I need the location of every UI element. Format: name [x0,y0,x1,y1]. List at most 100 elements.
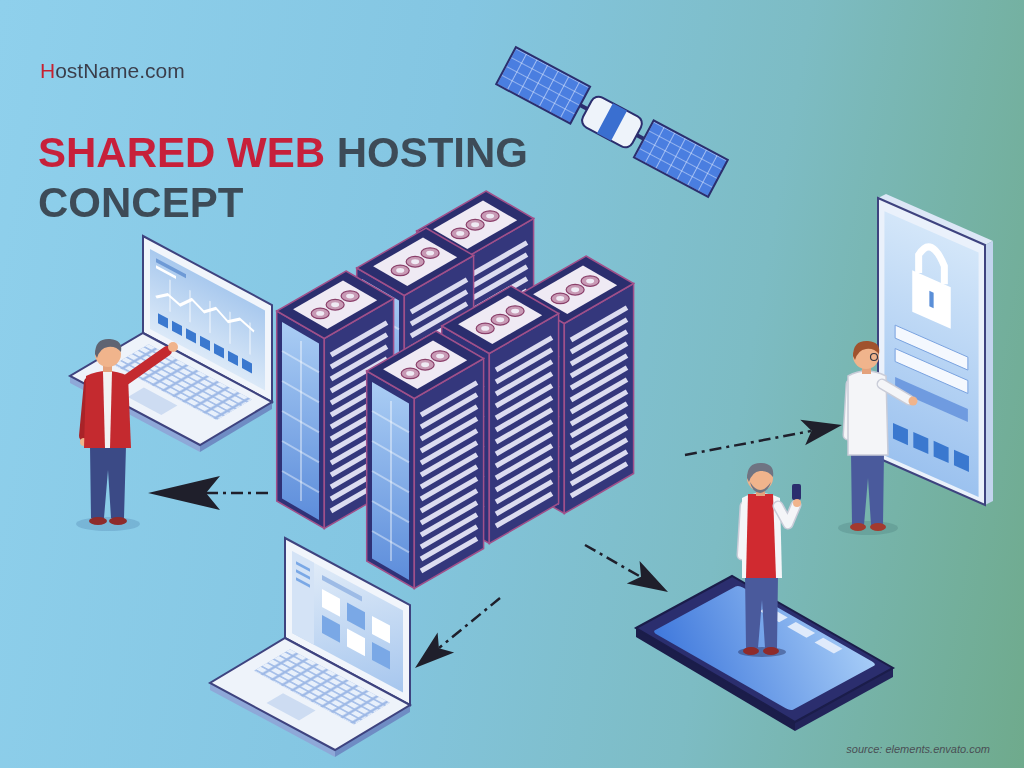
laptop-chart-part-part-part [200,336,210,351]
flow-arrows [148,412,844,678]
phone-login-part-part [929,291,933,308]
phone-flat-part-part [815,638,843,654]
laptop-chart-part-part [128,388,178,415]
laptop-chart-part-part [156,258,186,278]
flow-arrows-part [685,431,811,455]
person-pointing-part [89,517,107,525]
phone-login-part-part [893,423,908,445]
brand-logo: HostName.com [40,58,185,83]
satellite-part [496,47,590,124]
person-login-part [851,452,884,525]
laptop-dashboard-part-part [322,615,340,643]
phone-login-part-part [912,270,951,329]
phone-flat [636,576,893,731]
flow-arrows-part [407,633,454,679]
phone-login-part-part [934,441,949,463]
flow-arrows-part-part [148,476,220,510]
person-login-part [850,523,866,531]
person-with-phone-part [750,482,771,493]
person-login-part [853,341,879,360]
person-login-part [870,523,886,531]
phone-login-part-part [954,450,969,472]
laptop-dashboard-part-part [254,649,390,724]
satellite-part [634,120,728,197]
laptop-chart-part-part [114,344,252,420]
person-login-part [909,397,918,406]
person-pointing-part [76,517,140,531]
laptop-dashboard-part-part [296,569,310,580]
person-with-phone-part [738,647,786,657]
laptop-dashboard-part [232,649,391,738]
flow-arrows-part [439,598,500,648]
laptop-chart-part-part [114,344,252,420]
laptop-chart-part-part-part [229,312,230,344]
flow-arrows-part [148,476,220,510]
laptop-dashboard [210,538,410,757]
phone-flat-part [636,576,893,722]
person-login [838,341,918,535]
person-pointing-part [123,351,167,382]
page-title: SHARED WEB HOSTING CONCEPT [38,128,598,228]
phone-login-part-part [884,211,978,497]
laptop-chart-part-part-part [228,351,238,366]
phone-login-part-part [913,432,928,454]
phone-login [878,194,993,505]
person-with-phone-part [793,499,801,507]
laptop-dashboard-part-part [347,602,365,630]
person-login-part [882,384,909,400]
flow-arrows-part [627,561,675,603]
laptop-dashboard-part-part [347,628,365,656]
laptop-chart-part-part [156,265,176,279]
phone-login-part [985,241,993,505]
laptop-dashboard-part-part [296,577,310,588]
laptop-dashboard-part-part [254,649,390,724]
person-pointing-part [95,339,121,358]
person-with-phone-part [743,647,759,655]
laptop-dashboard-part-part [296,561,310,572]
laptop-dashboard-part-part [372,642,390,670]
person-with-phone [738,463,801,657]
laptop-chart-part-part-part [189,290,190,322]
laptop-chart-part-part [170,280,250,355]
laptop-chart-part-part-part [158,313,168,328]
laptop-chart-part-part-part [242,358,252,373]
laptop-dashboard-part-part [372,616,390,644]
person-with-phone-part [778,505,796,524]
flow-arrows-part-part [407,633,454,679]
person-with-phone-part [747,463,773,482]
laptop-dashboard-part [210,638,410,750]
laptop-chart-part-part [156,274,254,349]
person-login-part [882,384,909,400]
laptop-dashboard-part-part [267,693,316,720]
laptop-chart-part-part-part [214,343,224,358]
person-pointing-part [90,446,126,518]
person-with-phone-part [763,647,779,655]
server-rack [367,331,484,589]
person-with-phone-part [746,494,776,578]
person-login-part [838,521,898,535]
laptop-dashboard-part-part [292,551,314,645]
flow-arrows-part-part [800,412,844,445]
phone-login-part [884,211,978,497]
person-with-phone-part [745,575,778,648]
person-pointing-part [109,517,127,525]
person-with-phone-part [778,505,796,524]
flow-arrows-part [800,412,844,445]
person-pointing [76,339,178,531]
laptop-chart-part-part-part [209,301,210,333]
laptop-chart-part-part-part [172,321,182,336]
person-login-part [871,354,878,361]
flow-arrows-part [585,545,641,577]
server-racks [277,191,634,589]
phone-flat-part-part [787,622,815,638]
person-pointing-part [168,342,178,352]
flow-arrows-part [206,492,268,495]
flow-arrows-part-part [627,561,675,603]
laptop-chart-part-part-part [186,328,196,343]
person-pointing-part [103,372,112,448]
laptop-chart [70,236,272,452]
person-with-phone-part [792,484,801,500]
laptop-dashboard-part-part [322,589,340,617]
